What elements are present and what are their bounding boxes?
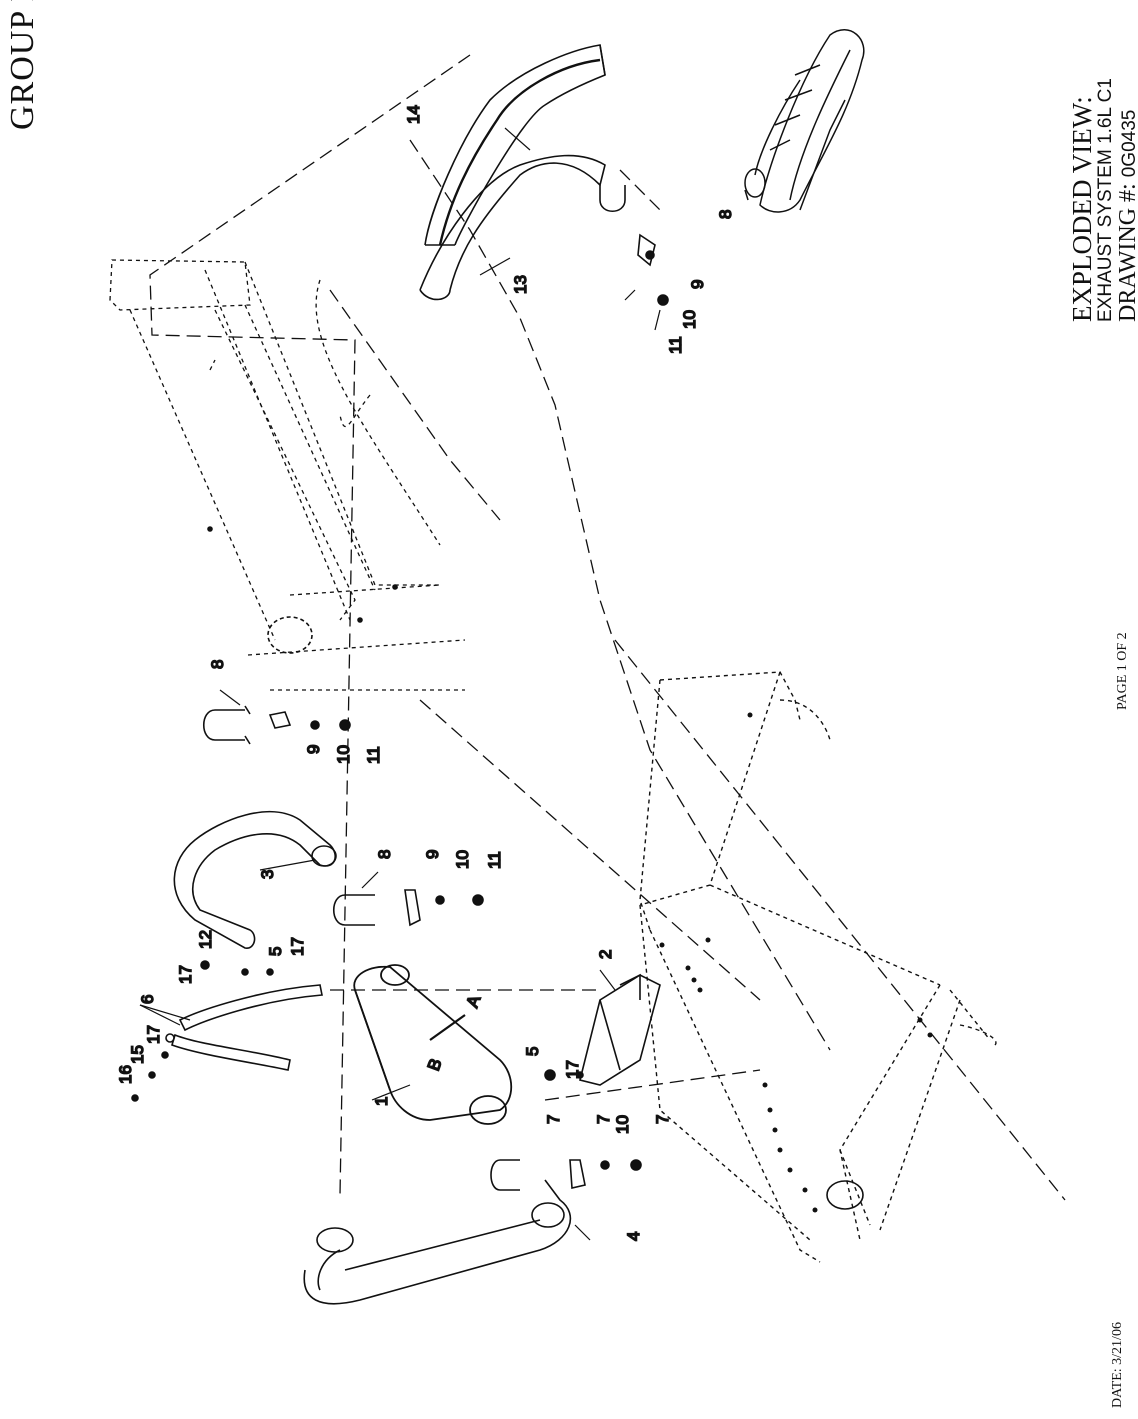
pipe-13 [419, 154, 606, 301]
callout-11-top: 11 [364, 746, 383, 764]
title-block: EXPLODED VIEW: EXHAUST SYSTEM 1.6L C1 DR… [1067, 78, 1138, 322]
callout-4: 4 [624, 1232, 643, 1241]
callout-17-a: 17 [144, 1025, 163, 1044]
callout-5-lower: 5 [523, 1047, 542, 1056]
drawing-label: DRAWING #: [1115, 183, 1138, 322]
muffler-mark-b: B [424, 1056, 446, 1073]
callout-17-b: 17 [176, 965, 195, 984]
bracket-2 [579, 973, 661, 1086]
callout-8-right: 8 [716, 210, 735, 219]
callout-8-middle: 8 [375, 850, 394, 859]
frame-rail-hole [207, 526, 398, 654]
tail-pipe-4 [303, 1179, 572, 1305]
page-indicator: PAGE 1 OF 2 [1115, 632, 1130, 710]
u-bolt-top [202, 705, 251, 745]
view-heading: EXPLODED VIEW: [1067, 96, 1097, 322]
group-title: GROUP F [4, 0, 41, 130]
callout-7-c: 7 [653, 1115, 672, 1124]
callout-14: 14 [404, 105, 423, 124]
exhaust-manifold [744, 29, 865, 213]
drawing-number: 0G0435 [1119, 109, 1138, 178]
callout-10-lower: 10 [613, 1115, 632, 1134]
u-bolt-lower [490, 1159, 520, 1191]
callout-8-top: 8 [208, 660, 227, 669]
callout-2: 2 [596, 950, 615, 959]
callout-12: 12 [196, 930, 215, 949]
u-bolt-middle [332, 894, 375, 926]
pipe-3 [173, 811, 337, 949]
frame-rail-upper [109, 259, 466, 691]
muffler-1 [353, 964, 513, 1125]
callout-6: 6 [138, 995, 157, 1004]
drawing-number-line: DRAWING #: 0G0435 [1115, 78, 1138, 322]
callout-10-top: 10 [334, 745, 353, 764]
clamp-saddles [268, 233, 656, 1189]
callout-15: 15 [128, 1045, 147, 1064]
callout-1: 1 [372, 1097, 391, 1106]
callout-17-c: 17 [288, 937, 307, 956]
callout-7-b: 7 [594, 1115, 613, 1124]
u-bolt-right [599, 185, 626, 213]
callout-9-right: 9 [688, 280, 707, 289]
callout-3: 3 [258, 870, 277, 879]
frame-rail-round-hole [826, 1180, 864, 1210]
callout-leaders [139, 127, 661, 1241]
frame-rail-lower-holes [659, 712, 933, 1213]
assembly-dashed-lines [149, 54, 1066, 1201]
callout-7-a: 7 [544, 1115, 563, 1124]
system-name: EXHAUST SYSTEM 1.6L C1 [1095, 78, 1117, 322]
frame-rail-lower [639, 671, 997, 1263]
callout-11-middle: 11 [485, 851, 504, 869]
callout-10-right: 10 [680, 310, 699, 329]
callout-13: 13 [511, 275, 530, 294]
callout-labels: 1 2 3 4 5 5 6 7 7 7 8 8 8 9 9 9 10 10 10… [115, 104, 736, 1242]
date-label: DATE: 3/21/06 [1110, 1322, 1125, 1408]
callout-9-middle: 9 [423, 850, 442, 859]
callout-9-top: 9 [304, 745, 323, 754]
callout-17-d: 17 [563, 1060, 582, 1079]
muffler-mark-a: A [463, 992, 485, 1010]
callout-16: 16 [116, 1065, 135, 1084]
hanger-strap-6 [165, 984, 323, 1071]
callout-11-right: 11 [666, 336, 685, 354]
pipe-14 [424, 44, 606, 246]
callout-5-upper: 5 [266, 947, 285, 956]
callout-10-middle: 10 [453, 850, 472, 869]
hardware-nuts-washers [131, 250, 669, 1171]
